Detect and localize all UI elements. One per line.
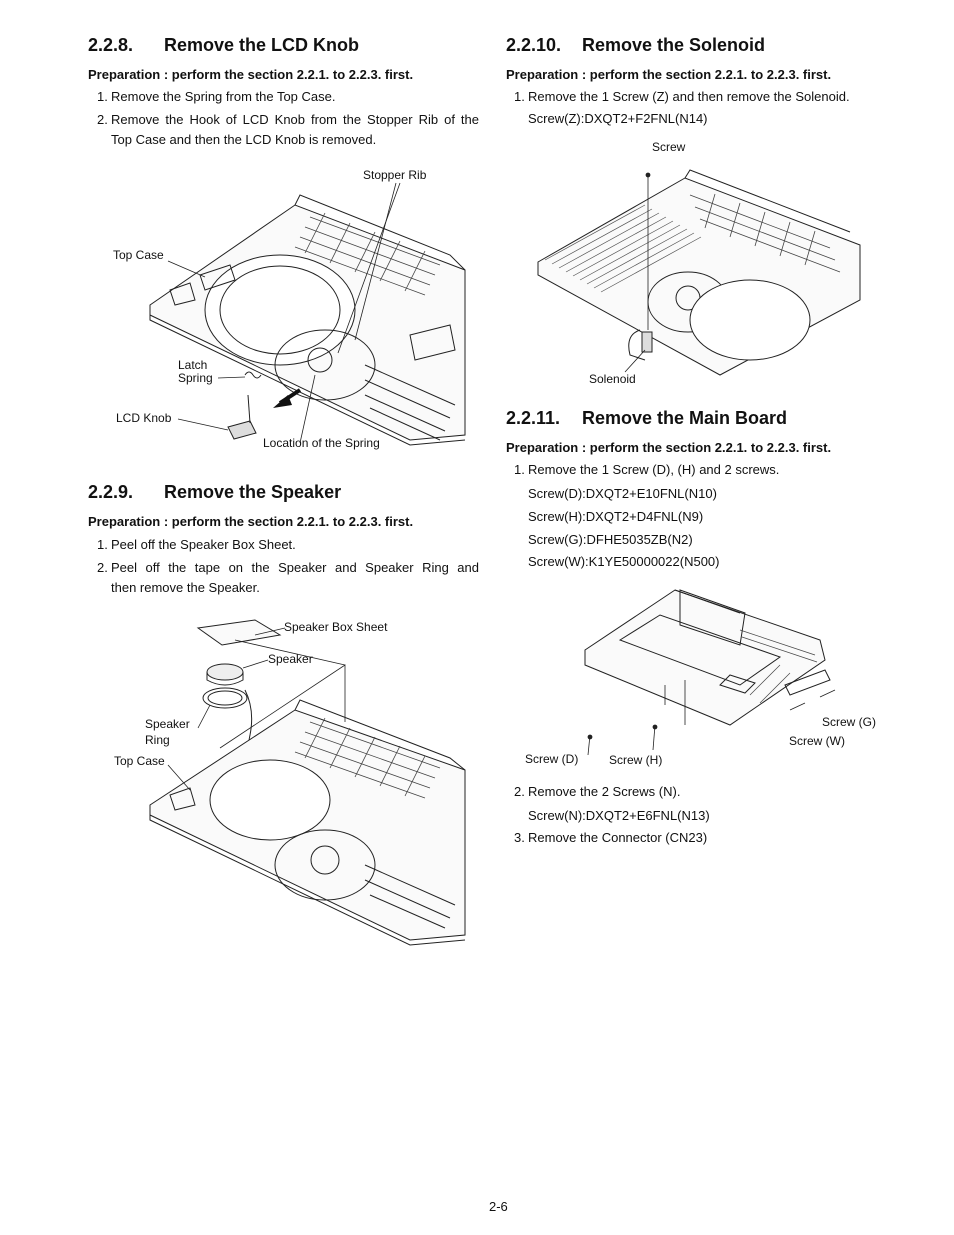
section-heading-main-board: 2.2.11. Remove the Main Board bbox=[506, 408, 787, 429]
step-item: 2. Remove the 2 Screws (N). bbox=[514, 784, 681, 799]
screw-spec: Screw(N):DXQT2+E6FNL(N13) bbox=[528, 808, 710, 823]
screw-spec: Screw(H):DXQT2+D4FNL(N9) bbox=[528, 509, 704, 524]
speaker-figure bbox=[149, 619, 466, 946]
label-speaker-ring-2: Ring bbox=[145, 733, 170, 747]
label-solenoid: Solenoid bbox=[589, 372, 636, 386]
label-spring: Spring bbox=[178, 371, 213, 385]
main-board-figure bbox=[584, 589, 836, 756]
section-title: Remove the Speaker bbox=[164, 482, 342, 502]
section-heading-solenoid: 2.2.10. Remove the Solenoid bbox=[506, 35, 765, 56]
label-location-of-spring: Location of the Spring bbox=[263, 436, 380, 450]
section-number: 2.2.8. bbox=[88, 35, 134, 55]
screw-spec: Screw(Z):DXQT2+F2FNL(N14) bbox=[528, 111, 708, 126]
label-lcd-knob: LCD Knob bbox=[116, 411, 172, 425]
preparation-note: Preparation : perform the section 2.2.1.… bbox=[88, 67, 414, 82]
step-item: 2. Peel off the tape on the Speaker and … bbox=[97, 560, 479, 595]
page-number: 2-6 bbox=[489, 1199, 508, 1214]
section-heading-lcd-knob: 2.2.8. Remove the LCD Knob bbox=[88, 35, 359, 56]
screw-spec: Screw(D):DXQT2+E10FNL(N10) bbox=[528, 486, 717, 501]
label-screw-w: Screw (W) bbox=[789, 734, 845, 748]
section-number: 2.2.11. bbox=[506, 408, 561, 428]
section-title: Remove the Main Board bbox=[582, 408, 788, 428]
label-top-case: Top Case bbox=[113, 248, 164, 262]
step-item: 1. Remove the 1 Screw (D), (H) and 2 scr… bbox=[514, 462, 780, 477]
label-screw-h: Screw (H) bbox=[609, 753, 663, 767]
preparation-note: Preparation : perform the section 2.2.1.… bbox=[506, 440, 832, 455]
screw-spec: Screw(G):DFHE5035ZB(N2) bbox=[528, 532, 693, 547]
screw-spec: Screw(W):K1YE50000022(N500) bbox=[528, 554, 720, 569]
label-speaker-box-sheet: Speaker Box Sheet bbox=[284, 620, 388, 634]
section-number: 2.2.10. bbox=[506, 35, 562, 55]
step-item: 1. Remove the Spring from the Top Case. bbox=[97, 89, 336, 104]
preparation-note: Preparation : perform the section 2.2.1.… bbox=[88, 514, 414, 529]
step-item: 1. Remove the 1 Screw (Z) and then remov… bbox=[514, 89, 850, 104]
label-speaker-ring-1: Speaker bbox=[145, 717, 190, 731]
step-item: 1. Peel off the Speaker Box Sheet. bbox=[97, 537, 296, 552]
lcd-knob-figure bbox=[149, 182, 466, 446]
section-title: Remove the Solenoid bbox=[582, 35, 766, 55]
section-heading-speaker: 2.2.9. Remove the Speaker bbox=[88, 482, 341, 503]
label-latch: Latch bbox=[178, 358, 208, 372]
section-title: Remove the LCD Knob bbox=[164, 35, 360, 55]
label-screw-g: Screw (G) bbox=[822, 715, 876, 729]
step-item: 3. Remove the Connector (CN23) bbox=[514, 830, 708, 845]
preparation-note: Preparation : perform the section 2.2.1.… bbox=[506, 67, 832, 82]
label-screw-d: Screw (D) bbox=[525, 752, 579, 766]
label-stopper-rib: Stopper Rib bbox=[363, 168, 427, 182]
step-item: 2. Remove the Hook of LCD Knob from the … bbox=[97, 112, 479, 147]
label-top-case: Top Case bbox=[114, 754, 165, 768]
section-number: 2.2.9. bbox=[88, 482, 134, 502]
label-speaker: Speaker bbox=[268, 652, 313, 666]
solenoid-figure bbox=[537, 169, 861, 376]
label-screw: Screw bbox=[652, 140, 686, 154]
